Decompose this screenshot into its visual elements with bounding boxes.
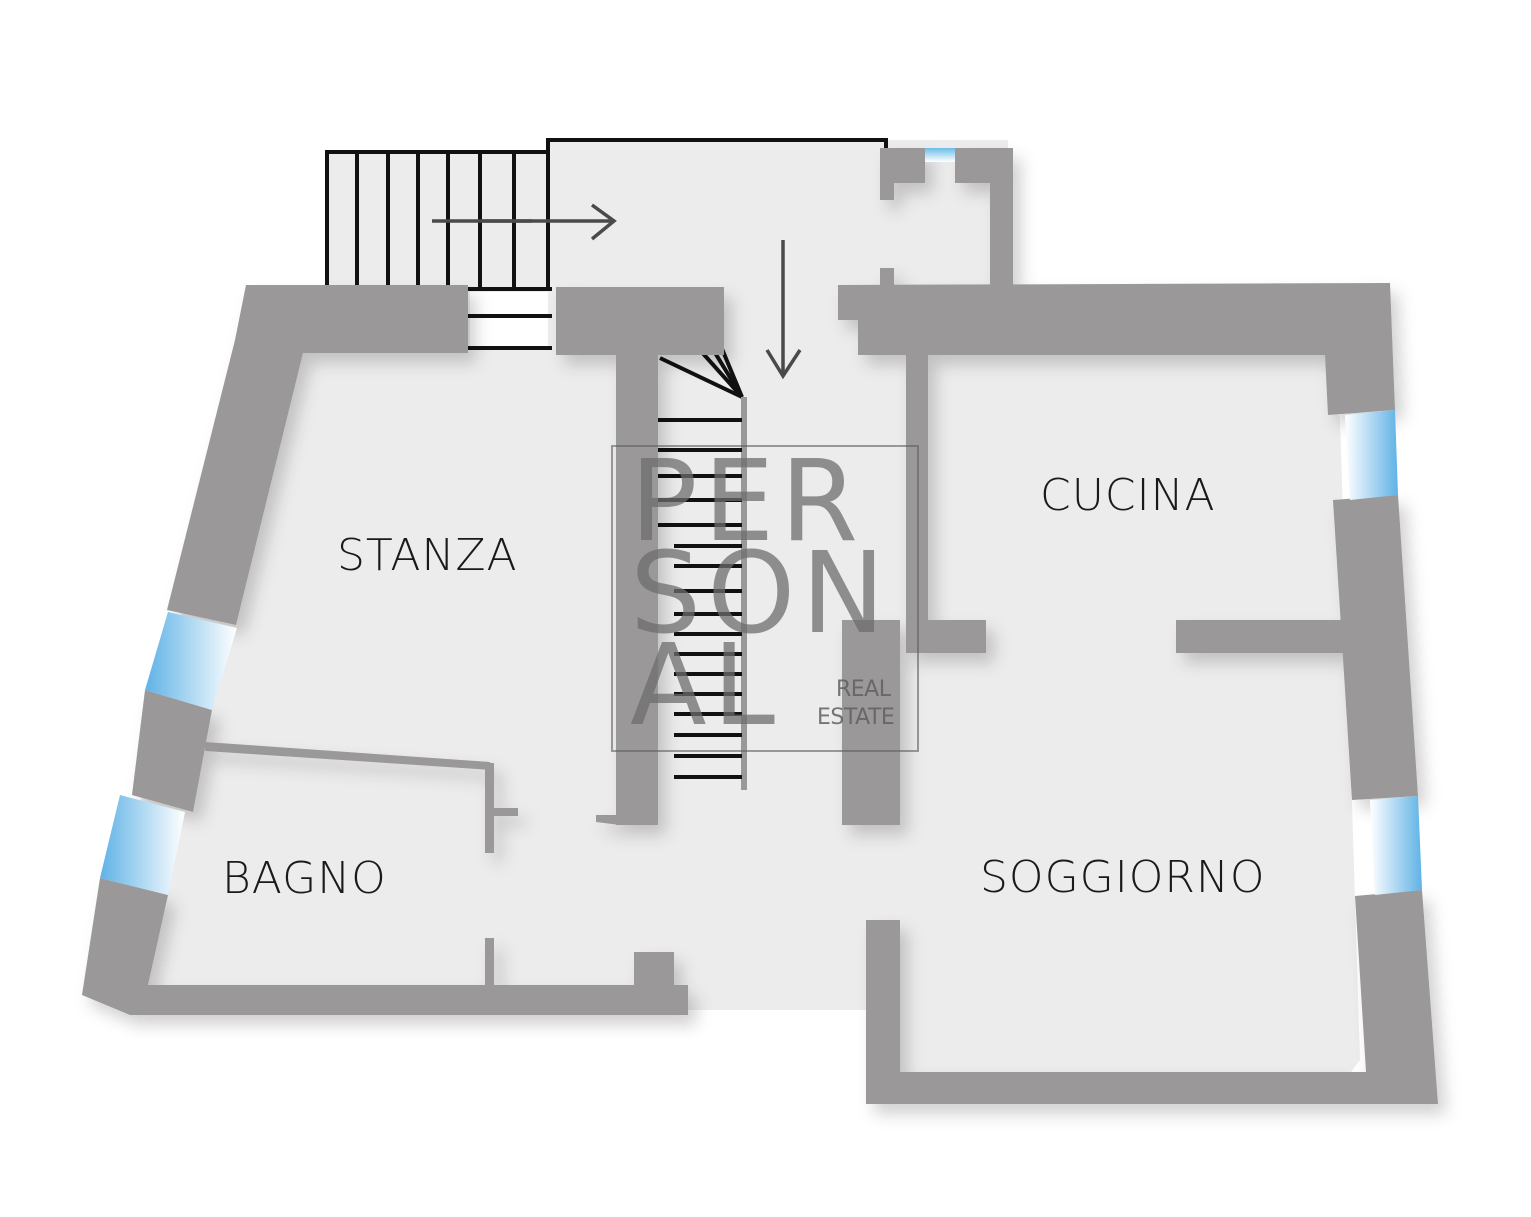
window-top [925, 148, 955, 162]
window-bagno [100, 795, 185, 895]
room-label-stanza: STANZA [337, 530, 518, 581]
window-soggiorno [1370, 796, 1422, 895]
arrow-right-icon [432, 203, 617, 241]
watermark-frame [611, 445, 919, 752]
watermark-line1: PER [630, 437, 864, 567]
walls [82, 148, 1438, 1104]
watermark-line3: AL [630, 621, 781, 751]
window-stanza [145, 612, 237, 710]
external-stairs [325, 150, 552, 350]
internal-stairs [658, 318, 747, 790]
watermark-sub2: ESTATE [817, 705, 894, 730]
landing-outline [546, 138, 888, 152]
arrow-down-icon [765, 240, 802, 380]
watermark-line2: SON [630, 529, 891, 659]
window-cucina [1345, 410, 1398, 500]
room-label-cucina: CUCINA [1040, 470, 1216, 521]
windows [100, 148, 1422, 895]
watermark-sub1: REAL [836, 677, 892, 702]
room-label-bagno: BAGNO [222, 853, 387, 904]
watermark-logo: PER SON AL REAL ESTATE [611, 437, 919, 752]
room-label-soggiorno: SOGGIORNO [980, 852, 1265, 903]
